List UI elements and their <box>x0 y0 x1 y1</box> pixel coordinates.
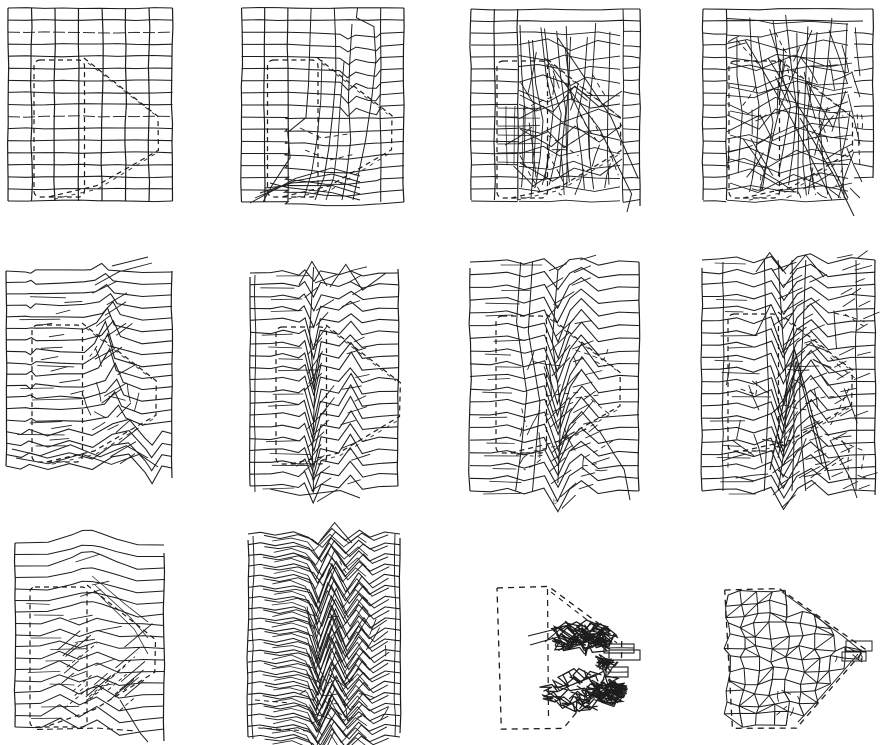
svg-text:b: b <box>553 499 557 506</box>
